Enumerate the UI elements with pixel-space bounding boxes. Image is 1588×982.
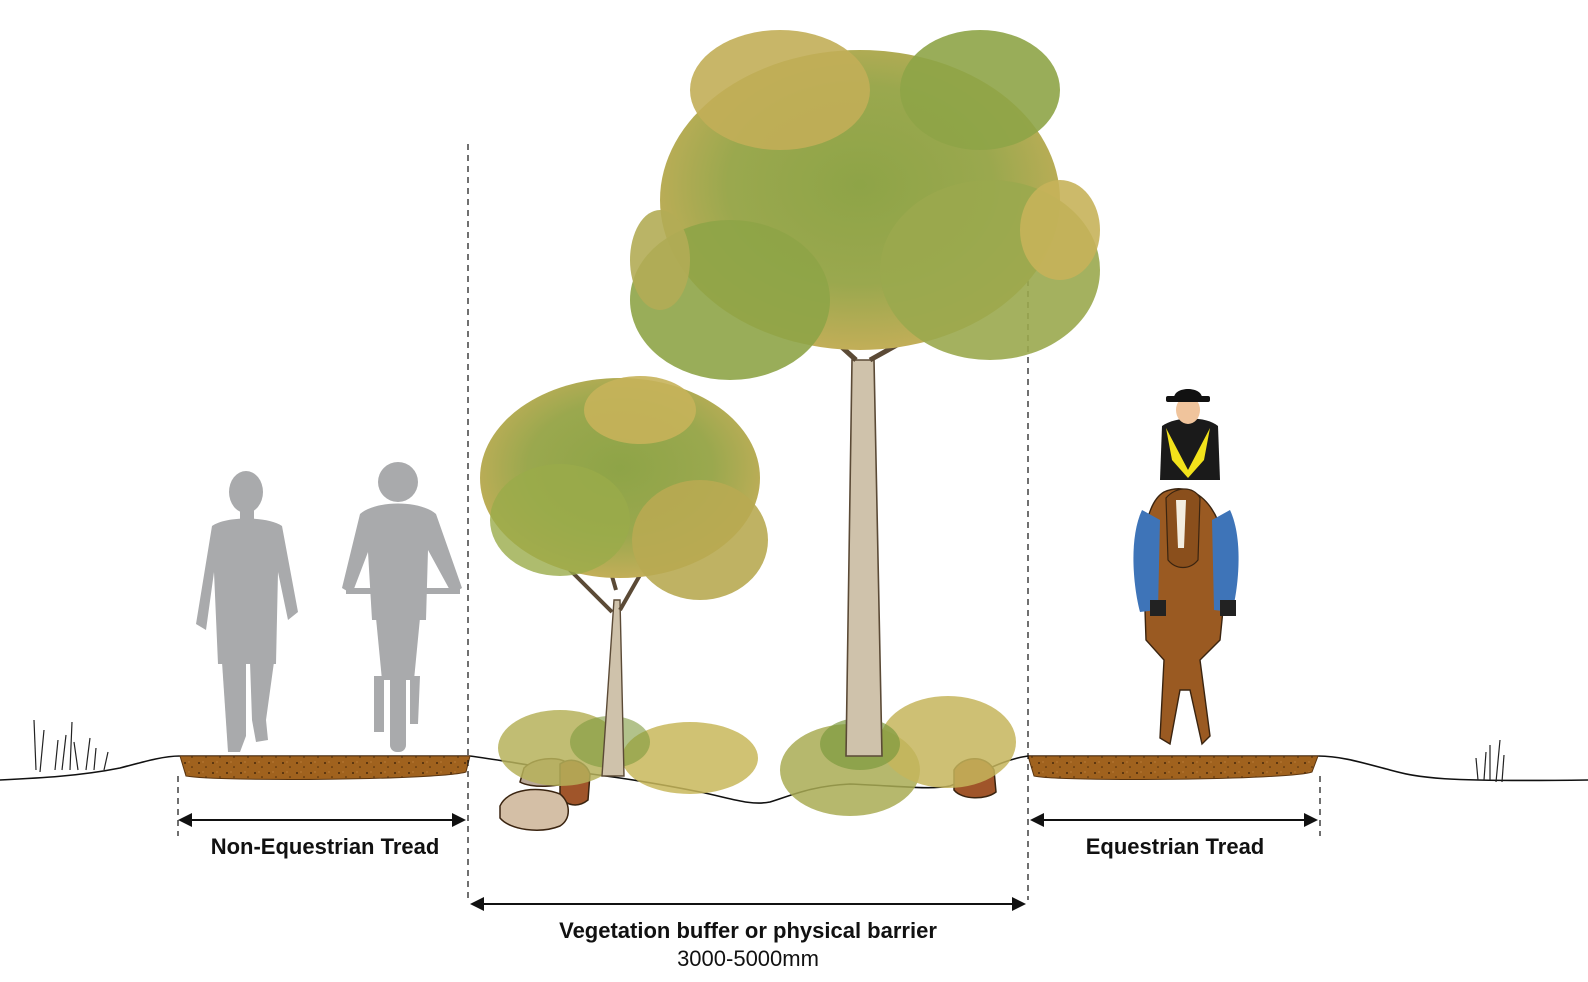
small-tree-icon xyxy=(480,376,768,776)
equestrian-tread-label: Equestrian Tread xyxy=(1030,834,1320,860)
grass-tufts-right xyxy=(1476,740,1504,782)
cyclist-silhouette-icon xyxy=(342,462,462,752)
buffer-dimension-arrow xyxy=(470,897,1026,911)
buffer-label: Vegetation buffer or physical barrier xyxy=(470,918,1026,944)
non-equestrian-dimension-arrow xyxy=(178,813,466,827)
non-equestrian-tread-label: Non-Equestrian Tread xyxy=(180,834,470,860)
equestrian-dimension-arrow xyxy=(1030,813,1318,827)
grass-tufts-left xyxy=(34,720,108,772)
non-equestrian-tread-soil xyxy=(180,756,470,779)
equestrian-tread-soil xyxy=(1028,756,1318,779)
horse-rider-icon xyxy=(1133,389,1238,744)
pedestrian-silhouette-icon xyxy=(196,471,298,752)
large-tree-icon xyxy=(630,30,1100,756)
buffer-width-label: 3000-5000mm xyxy=(470,946,1026,972)
